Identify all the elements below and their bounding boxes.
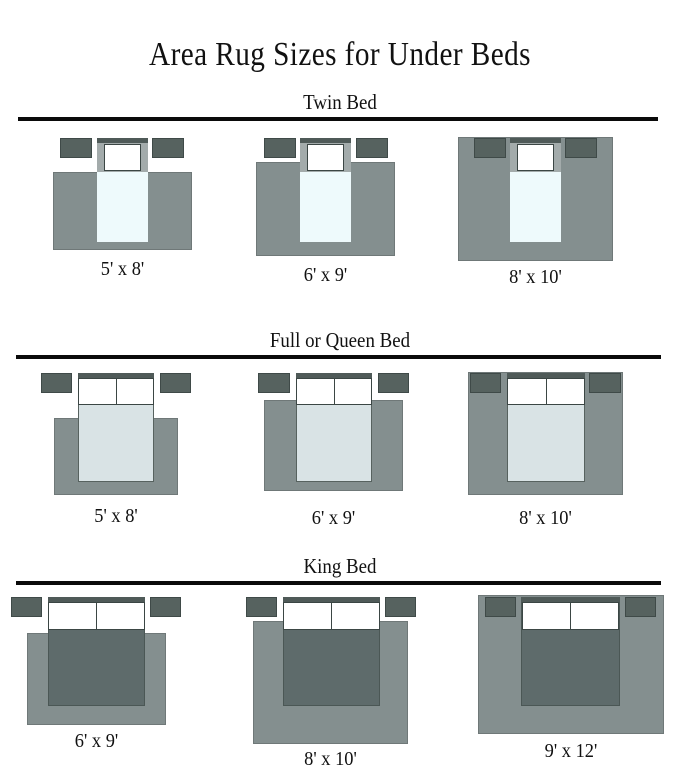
nightstand-left — [246, 597, 277, 617]
pillow-right — [96, 602, 145, 630]
pillow-right — [570, 602, 619, 630]
nightstand-left — [41, 373, 72, 393]
pillow-right — [546, 378, 585, 405]
nightstand-left — [470, 373, 501, 393]
headboard — [48, 597, 145, 602]
headboard — [283, 597, 380, 602]
rug-size-label: 5' x 8' — [100, 258, 145, 280]
nightstand-right — [565, 138, 597, 158]
nightstand-right — [589, 373, 621, 393]
section-title-twin: Twin Bed — [303, 90, 377, 114]
headboard — [300, 138, 351, 143]
nightstand-left — [474, 138, 506, 158]
rug-size-label: 8' x 10' — [304, 748, 357, 770]
nightstand-left — [264, 138, 296, 158]
nightstand-left — [485, 597, 516, 617]
headboard — [510, 138, 561, 143]
headboard — [78, 373, 154, 378]
mattress — [300, 172, 351, 242]
rug-size-label: 8' x 10' — [519, 507, 572, 529]
nightstand-right — [356, 138, 388, 158]
mattress — [97, 172, 148, 242]
nightstand-left — [11, 597, 42, 617]
section-title-full-queen: Full or Queen Bed — [269, 328, 411, 352]
nightstand-right — [150, 597, 181, 617]
rug-size-label: 5' x 8' — [94, 505, 138, 527]
pillow-left — [48, 602, 97, 630]
pillow — [517, 144, 554, 171]
nightstand-right — [152, 138, 184, 158]
nightstand-right — [625, 597, 656, 617]
pillow-left — [78, 378, 117, 405]
rug-size-label: 6' x 9' — [311, 507, 356, 529]
nightstand-right — [378, 373, 409, 393]
pillow-right — [334, 378, 372, 405]
pillow-right — [331, 602, 380, 630]
headboard — [97, 138, 148, 143]
headboard — [521, 597, 620, 602]
pillow-left — [522, 602, 571, 630]
pillow-left — [296, 378, 335, 405]
rug-size-label: 9' x 12' — [544, 740, 598, 762]
section-divider-twin — [18, 117, 658, 121]
nightstand-left — [60, 138, 92, 158]
rug-size-label: 6' x 9' — [303, 264, 348, 286]
nightstand-right — [385, 597, 416, 617]
pillow-left — [283, 602, 332, 630]
section-divider-king — [16, 581, 661, 585]
section-divider-full-queen — [16, 355, 661, 359]
pillow — [307, 144, 344, 171]
mattress — [510, 172, 561, 242]
pillow-left — [507, 378, 547, 405]
pillow-right — [116, 378, 154, 405]
section-title-king: King Bed — [303, 554, 377, 578]
headboard — [296, 373, 372, 378]
pillow — [104, 144, 141, 171]
rug-size-label: 6' x 9' — [74, 730, 119, 752]
nightstand-left — [258, 373, 290, 393]
nightstand-right — [160, 373, 191, 393]
headboard — [507, 373, 585, 378]
page-title: Area Rug Sizes for Under Beds — [149, 36, 531, 73]
rug-size-label: 8' x 10' — [509, 266, 562, 288]
